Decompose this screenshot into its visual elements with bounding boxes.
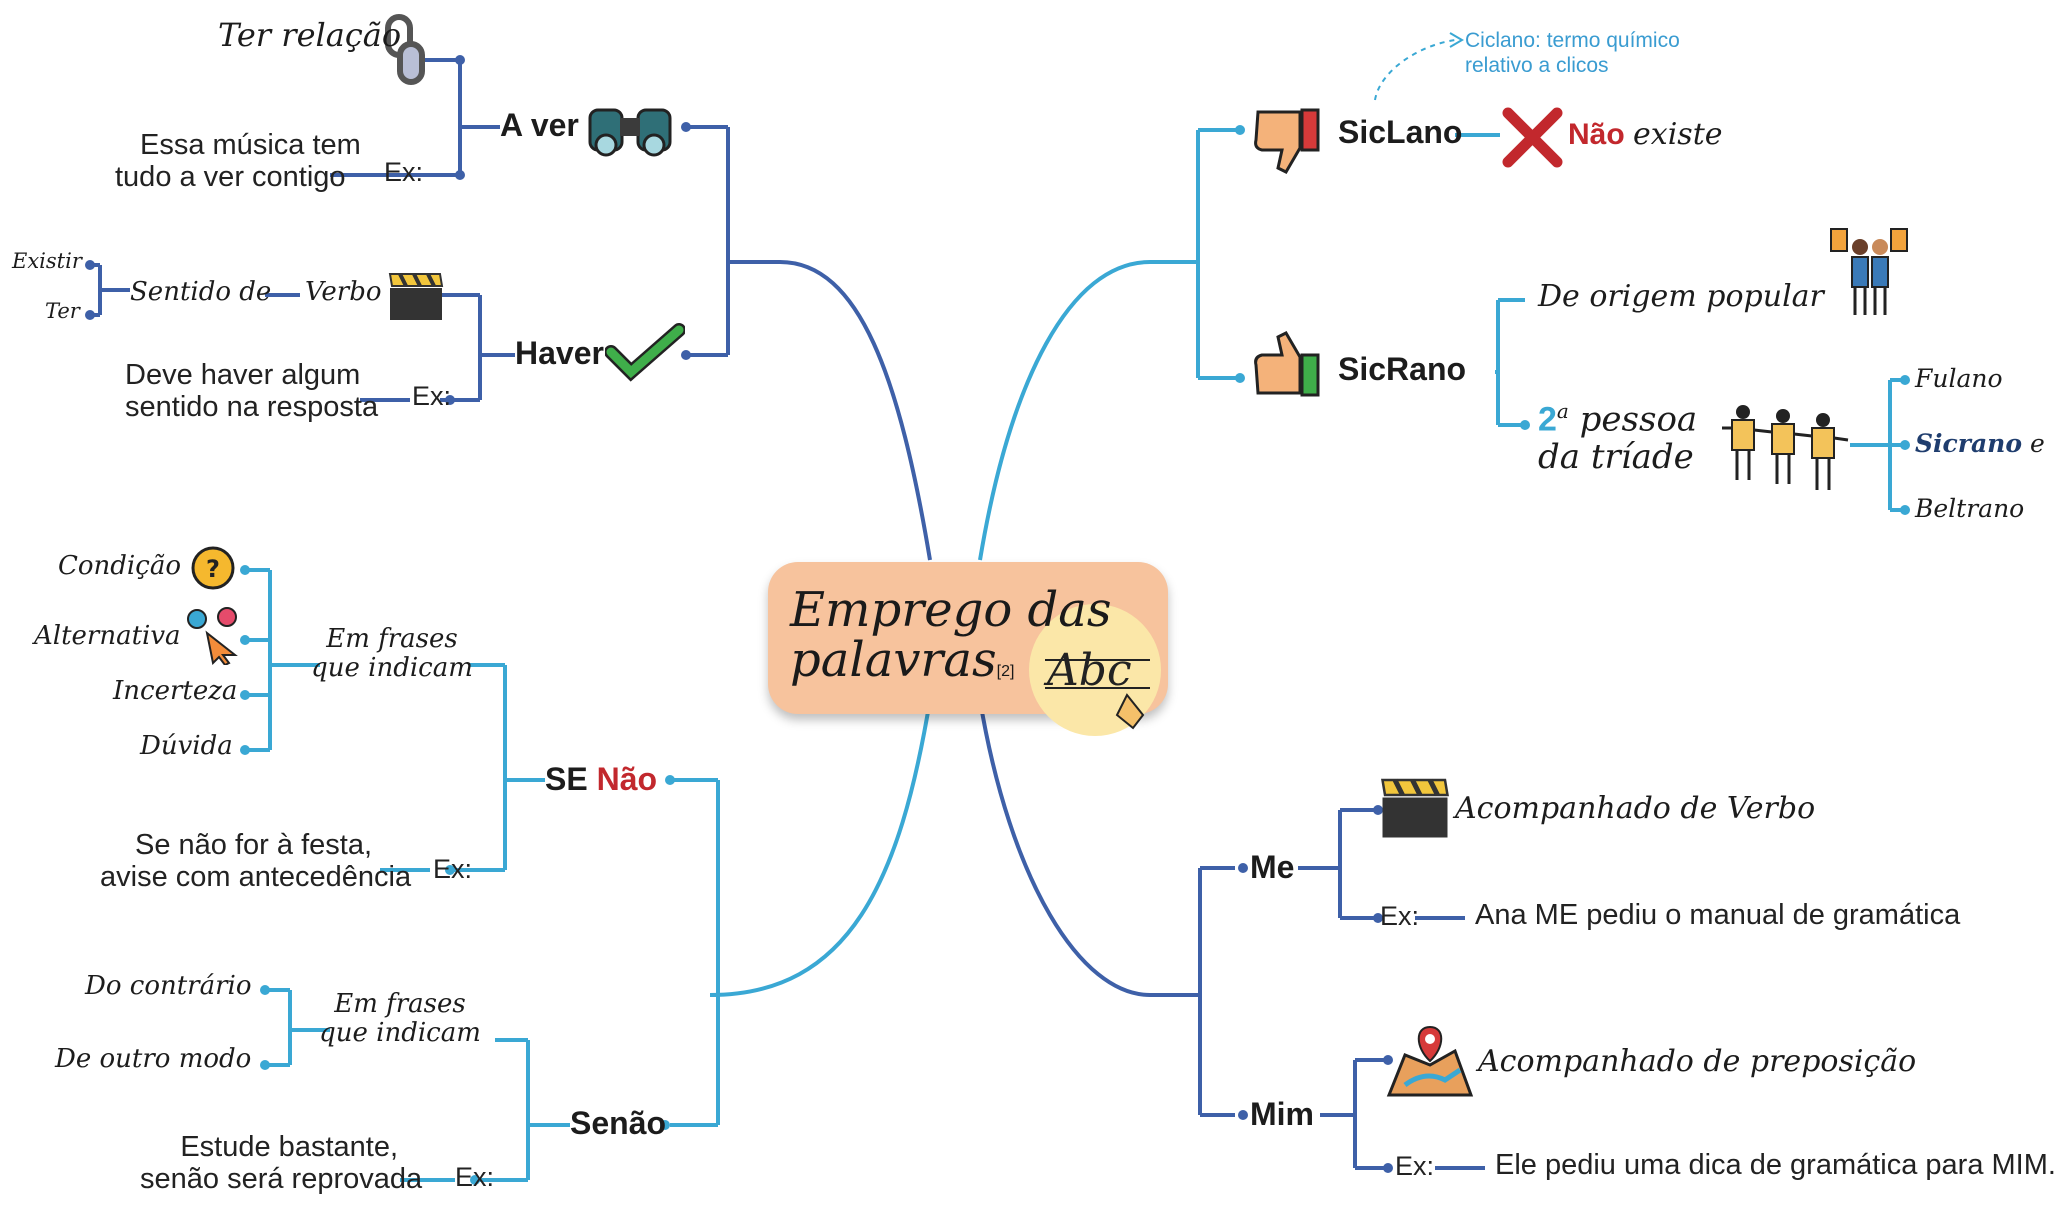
senao-sep-example-line2: avise com antecedência xyxy=(100,860,412,893)
haver-meaning-existir: Existir xyxy=(12,249,82,273)
senao-phrase-line2: que indicam xyxy=(319,1017,481,1048)
aver-example-line1: Essa música tem xyxy=(140,129,361,161)
me-example-label: Ex: xyxy=(1380,901,1420,931)
senao-sep-example-line1: Se não for à festa, xyxy=(135,829,372,861)
center-title-line1: Emprego das xyxy=(790,582,1112,638)
pessoa-line1: pessoa xyxy=(1579,399,1698,440)
senao-label: Senão xyxy=(570,1105,667,1141)
senao-phrase: Em frases que indicam xyxy=(300,990,500,1047)
se-label: SE xyxy=(545,761,588,797)
senao-phrase-line1: Em frases xyxy=(334,989,466,1019)
use-condicao: Condição xyxy=(58,551,181,581)
mim-usage: Acompanhado de preposição xyxy=(1478,1044,1917,1079)
senao-example-line1: Estude bastante, xyxy=(180,1131,398,1163)
siclano-note: Ciclano: termo químico relativo a clicos xyxy=(1465,28,1680,78)
red-x-icon xyxy=(1502,107,1563,168)
use-duvida: Dúvida xyxy=(140,731,233,761)
me-example: Ana ME pediu o manual de gramática xyxy=(1475,899,1961,931)
checkmark-icon xyxy=(605,323,685,382)
sicrano-origin: De origem popular xyxy=(1538,279,1824,314)
protesters-icon xyxy=(1830,228,1908,315)
map-pin-icon xyxy=(1386,1025,1474,1097)
mim-label: Mim xyxy=(1250,1096,1314,1132)
svg-text:?: ? xyxy=(206,555,220,583)
senao-sep-phrase: Em frases que indicam xyxy=(292,625,492,682)
siclano-note-line2: relativo a clicos xyxy=(1465,54,1609,78)
thumbs-up-icon xyxy=(1254,331,1320,397)
siclano-label: SicLano xyxy=(1338,114,1463,150)
aver-example-line2: tudo a ver contigo xyxy=(115,160,346,193)
center-title-line2: palavras xyxy=(790,632,997,689)
mim-example-label: Ex: xyxy=(1395,1151,1435,1181)
sicrano-label: SicRano xyxy=(1338,351,1467,387)
haver-example: Deve haver algum sentido na resposta xyxy=(125,359,379,424)
use-de-outro-modo: De outro modo xyxy=(55,1044,252,1074)
siclano-existe: existe xyxy=(1633,117,1723,152)
aver-example-label: Ex: xyxy=(384,157,424,187)
triad-e: e xyxy=(2029,429,2045,458)
me-label: Me xyxy=(1250,849,1295,885)
senao-sep-example-label: Ex: xyxy=(433,854,473,884)
fountain-pen-icon: Abc xyxy=(1029,604,1161,736)
siclano-nao-existe: Não existe xyxy=(1568,118,1723,151)
senao-example: Estude bastante, senão será reprovada xyxy=(140,1131,423,1196)
haver-example-label: Ex: xyxy=(412,381,452,411)
svg-text:Abc: Abc xyxy=(1043,645,1132,696)
pessoa-number: 2 xyxy=(1538,400,1557,439)
haver-example-line1: Deve haver algum xyxy=(125,359,361,391)
aver-meaning: Ter relação xyxy=(218,16,402,54)
use-do-contrario: Do contrário xyxy=(85,971,252,1001)
use-alternativa: Alternativa xyxy=(34,621,181,651)
siclano-note-line1: Ciclano: termo químico xyxy=(1465,29,1680,52)
cursor-choice-icon xyxy=(187,607,238,665)
haver-sentido: Sentido de xyxy=(130,277,272,307)
pessoa-sup: a xyxy=(1556,399,1569,423)
nao-label: Não xyxy=(596,761,658,797)
mim-example: Ele pediu uma dica de gramática para MIM… xyxy=(1495,1149,2056,1181)
triad-sicrano: Sicrano xyxy=(1915,429,2022,458)
se-nao-label: SE Não xyxy=(545,761,658,797)
use-incerteza: Incerteza xyxy=(113,676,238,706)
triad-beltrano: Beltrano xyxy=(1915,494,2025,523)
senao-sep-phrase-line2: que indicam xyxy=(311,652,473,683)
haver-example-line2: sentido na resposta xyxy=(125,390,379,423)
clapperboard-icon xyxy=(1381,778,1449,838)
citation: [2] xyxy=(996,663,1015,681)
pessoa-line2: da tríade xyxy=(1538,436,1694,477)
sicrano-pessoa: 2a pessoa da tríade xyxy=(1538,400,1697,476)
binoculars-icon xyxy=(588,108,672,157)
three-people-icon xyxy=(1722,405,1849,490)
senao-sep-example: Se não for à festa, avise com antecedênc… xyxy=(100,829,412,894)
me-usage: Acompanhado de Verbo xyxy=(1455,791,1816,826)
senao-example-line2: senão será reprovada xyxy=(140,1162,423,1195)
haver-verbo: Verbo xyxy=(305,277,382,307)
senao-example-label: Ex: xyxy=(455,1162,495,1192)
haver-meaning-ter: Ter xyxy=(45,299,80,323)
triad-fulano: Fulano xyxy=(1915,364,2003,393)
aver-label: A ver xyxy=(500,107,579,143)
haver-label: Haver xyxy=(515,335,604,371)
thumbs-down-icon xyxy=(1254,108,1320,174)
aver-example: Essa música tem tudo a ver contigo xyxy=(115,129,361,194)
clapperboard-icon xyxy=(388,273,444,320)
chain-icon xyxy=(385,14,425,85)
center-title: Emprego das palavras[2] xyxy=(790,585,1112,686)
triad-sicrano-row: Sicrano e xyxy=(1915,430,2045,458)
siclano-nao: Não xyxy=(1568,118,1625,151)
senao-sep-phrase-line1: Em frases xyxy=(326,624,458,654)
question-bubble-icon: ? xyxy=(191,546,235,590)
